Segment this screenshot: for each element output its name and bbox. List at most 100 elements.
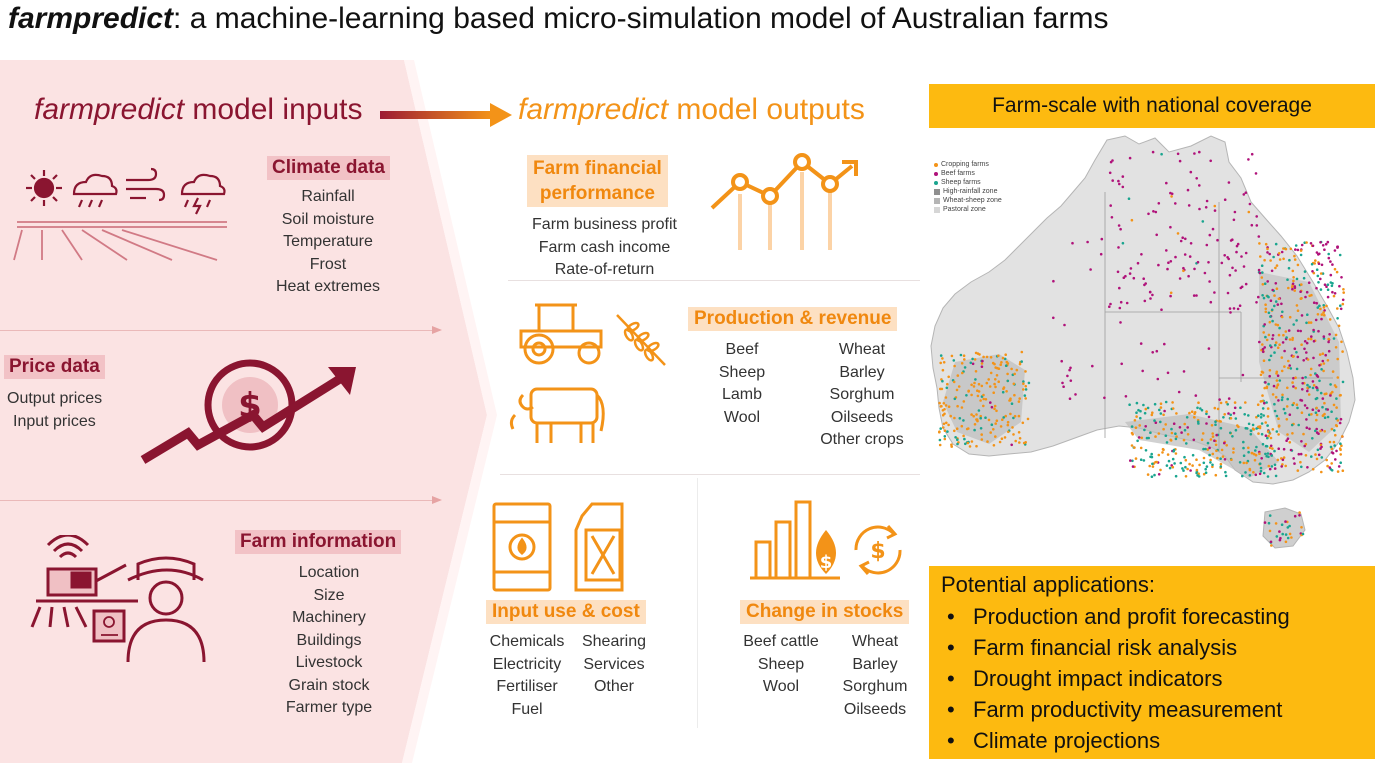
farm-point bbox=[1227, 397, 1231, 400]
farm-point bbox=[1269, 259, 1272, 262]
farm-point bbox=[1260, 422, 1264, 425]
farm-point bbox=[1052, 316, 1055, 320]
farm-point bbox=[1255, 427, 1258, 430]
farm-point bbox=[1290, 285, 1294, 289]
farm-point bbox=[1157, 473, 1161, 476]
farm-point bbox=[938, 438, 942, 442]
farm-point bbox=[1326, 464, 1329, 468]
farm-point bbox=[1012, 382, 1016, 386]
output-divider-1 bbox=[508, 280, 920, 281]
farm-point bbox=[1254, 449, 1257, 452]
farm-point bbox=[1165, 249, 1168, 252]
farm-point bbox=[1268, 374, 1271, 378]
farm-point bbox=[1160, 308, 1163, 311]
farm-point bbox=[1015, 368, 1019, 372]
farm-point bbox=[1218, 398, 1221, 401]
farm-point bbox=[1314, 318, 1318, 322]
farm-point bbox=[1244, 471, 1247, 474]
farm-point bbox=[1214, 420, 1217, 424]
list-item: Lamb bbox=[721, 386, 763, 403]
farm-point bbox=[1297, 423, 1300, 427]
farm-point bbox=[1271, 319, 1274, 323]
farm-point bbox=[1204, 206, 1208, 209]
farm-point bbox=[1267, 382, 1270, 386]
farm-point bbox=[1186, 433, 1190, 436]
farm-point bbox=[1287, 329, 1291, 332]
farm-point bbox=[1306, 389, 1309, 393]
farm-point bbox=[1223, 413, 1226, 416]
farm-point bbox=[1288, 524, 1291, 528]
farm-point bbox=[1331, 370, 1335, 373]
farm-point bbox=[1284, 540, 1288, 544]
farm-point bbox=[1205, 412, 1208, 416]
farm-point bbox=[1211, 432, 1214, 435]
farm-point bbox=[1022, 380, 1025, 383]
farm-point bbox=[1242, 265, 1246, 268]
farm-point bbox=[1164, 400, 1168, 404]
farm-point bbox=[973, 381, 976, 385]
farm-point bbox=[1309, 321, 1313, 324]
farm-point bbox=[965, 394, 968, 397]
farm-point bbox=[1311, 467, 1315, 471]
farm-point bbox=[1305, 418, 1308, 421]
farm-point bbox=[1235, 250, 1238, 254]
farm-point bbox=[1295, 351, 1298, 354]
farm-point bbox=[1209, 458, 1212, 462]
farm-point bbox=[1154, 460, 1157, 464]
farm-point bbox=[1261, 407, 1265, 410]
farm-point bbox=[942, 422, 946, 426]
farm-point bbox=[1317, 281, 1320, 284]
farm-point bbox=[1129, 267, 1133, 270]
farm-point bbox=[1138, 424, 1141, 427]
farm-point bbox=[1249, 429, 1253, 432]
farm-point bbox=[1276, 323, 1280, 327]
farm-point bbox=[1274, 323, 1278, 326]
farm-point bbox=[1332, 294, 1336, 298]
farm-point bbox=[1251, 451, 1254, 455]
farm-point bbox=[1315, 396, 1319, 400]
farm-point bbox=[1258, 271, 1262, 275]
farm-point bbox=[1242, 461, 1246, 465]
farm-point bbox=[1021, 421, 1025, 425]
farm-point bbox=[1257, 295, 1260, 299]
financial-performance-label: Farm financial performance bbox=[527, 155, 668, 207]
farm-point bbox=[1333, 444, 1336, 447]
applications-list: Production and profit forecasting Farm f… bbox=[941, 601, 1363, 756]
farm-point bbox=[1312, 384, 1316, 387]
sun-icon bbox=[26, 170, 62, 206]
farm-point bbox=[1002, 387, 1005, 391]
farm-point bbox=[1164, 423, 1167, 426]
farm-point bbox=[1196, 406, 1199, 410]
applications-title: Potential applications: bbox=[941, 572, 1156, 597]
farm-point bbox=[1310, 413, 1313, 416]
farm-point bbox=[1198, 184, 1201, 187]
farm-point bbox=[1148, 290, 1152, 294]
farm-point bbox=[1315, 427, 1318, 431]
farm-point bbox=[1288, 532, 1292, 536]
farm-point bbox=[1027, 381, 1031, 385]
farm-point bbox=[1334, 458, 1337, 461]
list-item: Heat extremes bbox=[275, 278, 381, 295]
farm-point bbox=[1182, 438, 1186, 442]
farm-point bbox=[1272, 384, 1276, 388]
farm-point bbox=[1132, 276, 1136, 280]
farm-point bbox=[1305, 321, 1308, 325]
farm-point bbox=[1228, 307, 1232, 310]
farm-point bbox=[1327, 252, 1330, 256]
farm-point bbox=[1116, 270, 1120, 274]
farm-point bbox=[1111, 159, 1114, 162]
farm-point bbox=[1174, 432, 1177, 436]
farm-point bbox=[1268, 252, 1271, 256]
farm-point bbox=[953, 429, 956, 433]
farm-point bbox=[1270, 465, 1274, 468]
farm-point bbox=[1061, 381, 1064, 385]
farm-point bbox=[1134, 457, 1138, 460]
farm-point bbox=[1250, 152, 1254, 156]
farm-point bbox=[989, 401, 992, 404]
farm-point bbox=[980, 384, 984, 388]
farm-point bbox=[1149, 431, 1152, 435]
farm-point bbox=[1334, 433, 1337, 437]
farm-point bbox=[1287, 366, 1290, 370]
farm-point bbox=[994, 385, 997, 389]
farm-point bbox=[1281, 310, 1284, 314]
